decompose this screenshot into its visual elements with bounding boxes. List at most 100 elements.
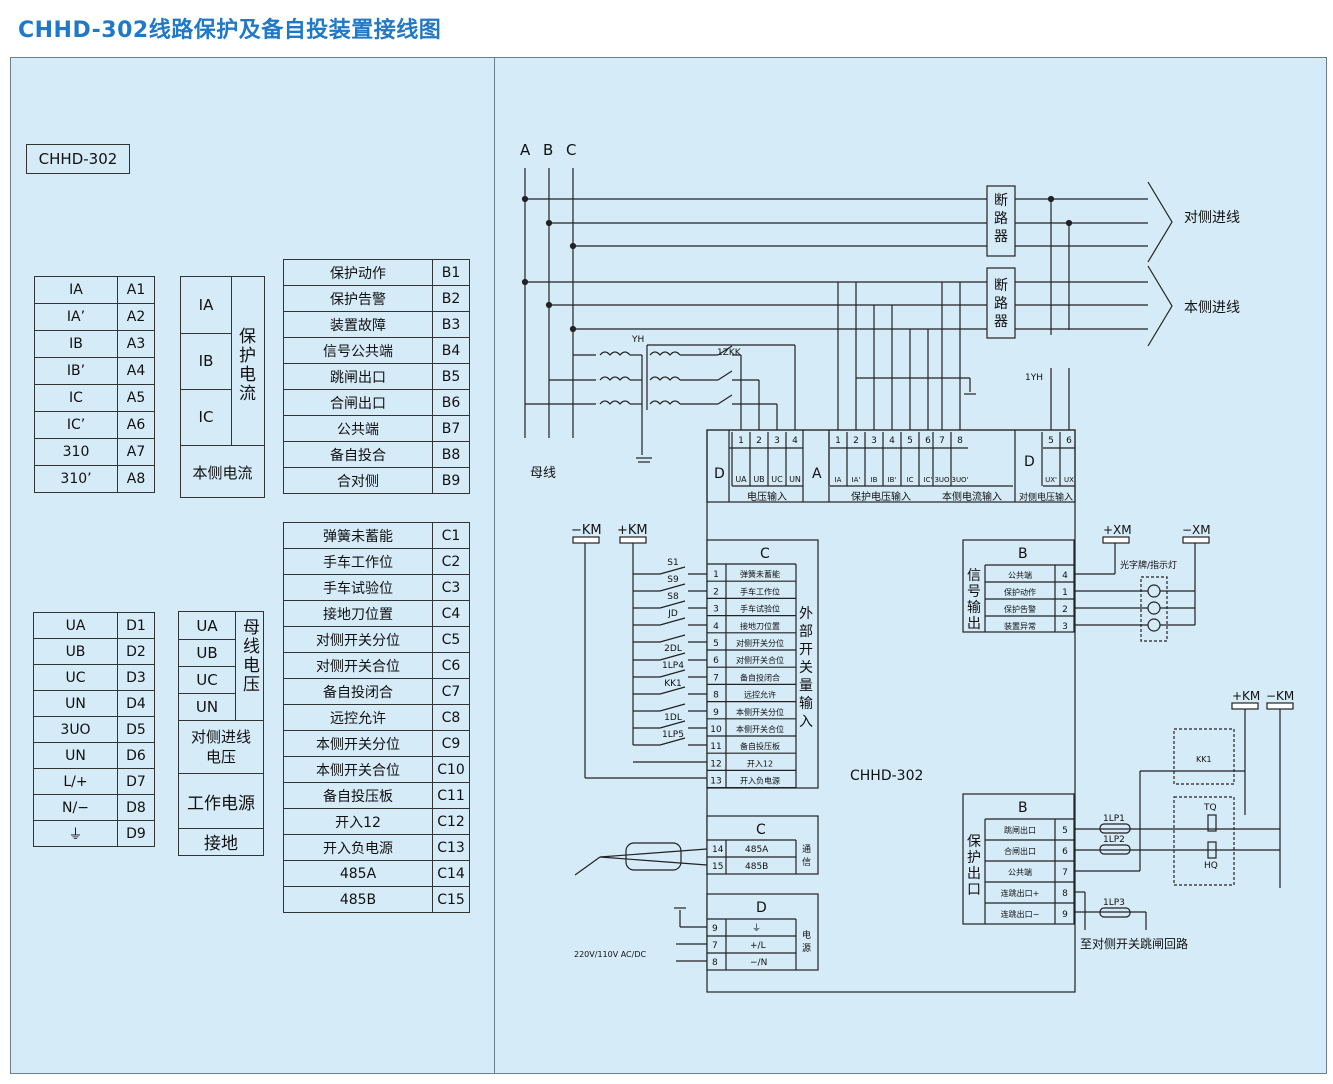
signal-row-pin: 1 <box>1062 588 1068 598</box>
input-pin-number: 6 <box>713 656 719 666</box>
comm-485b: 485B <box>745 862 768 872</box>
input-pin-name: 开入负电源 <box>740 776 780 786</box>
power-pin-7: 7 <box>712 941 718 951</box>
signal-row-pin: 3 <box>1062 622 1068 632</box>
power-title: D <box>756 900 767 916</box>
terminal-name: 备自投合 <box>283 441 433 468</box>
phase-c-label: C <box>566 141 576 159</box>
working-power-label: 工作电源 <box>179 774 263 829</box>
opp-voltage-pin-number: 5 <box>1048 436 1054 446</box>
lp2-label: 1LP2 <box>1103 835 1125 845</box>
input-pin-number: 9 <box>713 708 719 718</box>
input-pin-name: 对侧开关合位 <box>736 655 784 665</box>
bus-uc-label: UC <box>179 666 236 694</box>
km-plus-label: +KM <box>617 523 648 538</box>
input-pin-number: 13 <box>710 777 721 787</box>
power-side-label: 电源 <box>802 929 811 954</box>
terminal-pin: C15 <box>432 886 470 913</box>
switch-label: S9 <box>667 575 679 585</box>
prot-row-pin: 9 <box>1062 910 1068 920</box>
c-block-side-label: 外部开关量输入 <box>799 606 813 730</box>
current-pin-number: 4 <box>889 436 895 446</box>
terminal-name: IB <box>34 330 118 358</box>
current-group-box: IA IB IC 保护电流 本侧电流 <box>180 276 265 498</box>
prot-row-name: 跳闸出口 <box>1004 825 1036 835</box>
signal-row-pin: 4 <box>1062 571 1068 581</box>
kk1-label: KK1 <box>1196 755 1212 764</box>
voltage-pin-name: UB <box>753 475 764 484</box>
comm-pin-15: 15 <box>712 862 723 872</box>
input-pin-number: 8 <box>713 691 719 701</box>
this-current-input-label: 本侧电流输入 <box>942 490 1002 503</box>
voltage-pin-number: 4 <box>792 436 798 446</box>
input-pin-name: 弹簧未蓄能 <box>740 569 780 579</box>
terminal-name: UN <box>33 690 118 717</box>
switch-label: KK1 <box>664 679 682 689</box>
input-pin-name: 接地刀位置 <box>740 621 780 631</box>
terminal-pin: C6 <box>432 652 470 679</box>
terminal-pin: C8 <box>432 704 470 731</box>
signal-row-name: 装置异常 <box>1004 621 1036 631</box>
terminal-row: L/+D7 <box>33 768 155 795</box>
terminal-pin: B8 <box>432 441 470 468</box>
yh1-label: 1YH <box>1025 373 1043 383</box>
terminal-name: UA <box>33 612 118 639</box>
terminal-name: UN <box>33 742 118 769</box>
current-pin-name: 3UO <box>934 476 950 484</box>
current-pin-name: IA <box>835 476 842 484</box>
terminal-name: 310’ <box>34 465 118 493</box>
terminal-name: 485A <box>283 860 433 887</box>
prot-row-pin: 7 <box>1062 868 1068 878</box>
signal-row-name: 保护动作 <box>1004 587 1036 597</box>
voltage-input-label: 电压输入 <box>747 490 787 503</box>
terminal-pin: A2 <box>117 303 155 331</box>
current-pin-name: IB' <box>888 476 897 484</box>
terminal-pin: D5 <box>117 716 155 743</box>
terminal-d-label: D <box>714 466 725 482</box>
lamp-label: 光字牌/指示灯 <box>1120 559 1177 571</box>
terminal-name: 装置故障 <box>283 311 433 338</box>
terminal-name: 接地刀位置 <box>283 600 433 627</box>
device-model-label: CHHD-302 <box>850 768 923 784</box>
signal-row-pin: 2 <box>1062 605 1068 615</box>
opp-voltage-pin-number: 6 <box>1066 436 1072 446</box>
terminal-name: 备自投闭合 <box>283 678 433 705</box>
input-pin-number: 4 <box>713 622 719 632</box>
terminal-name: 开入12 <box>283 808 433 835</box>
terminal-row: N/−D8 <box>33 794 155 821</box>
current-pin-number: 2 <box>853 436 859 446</box>
voltage-pin-number: 2 <box>756 436 762 446</box>
terminal-name: 公共端 <box>283 415 433 442</box>
opposite-voltage-label: 对侧进线电压 <box>179 720 263 774</box>
power-minus: −/N <box>750 958 767 968</box>
signal-row-name: 公共端 <box>1008 570 1032 580</box>
terminal-name: 手车工作位 <box>283 548 433 575</box>
input-pin-name: 本侧开关分位 <box>736 707 784 717</box>
terminal-name: L/+ <box>33 768 118 795</box>
current-pin-name: IC' <box>924 476 933 484</box>
switch-label: S1 <box>667 558 678 568</box>
input-pin-name: 备自投闭合 <box>740 672 780 682</box>
breaker-this-label: 断路器 <box>994 278 1008 330</box>
prot-row-name: 连跳出口+ <box>1001 888 1040 898</box>
terminal-name: IC <box>34 384 118 412</box>
terminal-name: 备自投压板 <box>283 782 433 809</box>
terminal-row: ⏚D9 <box>33 820 155 847</box>
terminal-d2-label: D <box>1024 454 1035 470</box>
ground-label: 接地 <box>204 834 238 854</box>
terminal-pin: C2 <box>432 548 470 575</box>
xm-plus-label: +XM <box>1103 523 1132 537</box>
input-pin-number: 1 <box>713 570 719 580</box>
